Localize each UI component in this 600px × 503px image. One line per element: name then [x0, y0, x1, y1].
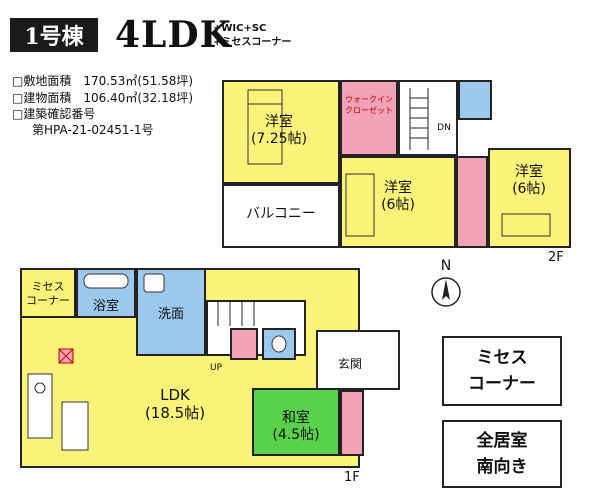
closet-1f-b: [340, 390, 364, 456]
floor-label-1f: 1F: [344, 470, 360, 485]
closet-1f-a: [230, 328, 258, 360]
japanese-room: [252, 388, 340, 456]
western-room-b: [340, 156, 456, 248]
layout-type: 4LDK: [115, 14, 232, 56]
confirmation-number: 第HPA-21-02451-1号: [32, 123, 154, 137]
bed-icon: [247, 89, 283, 165]
entrance-label: 玄関: [337, 357, 362, 371]
floor-area: □建物面積 106.40㎡(32.18坪): [12, 91, 194, 105]
layout-extra-mrs: +ミセスコーナー: [213, 37, 292, 48]
compass-icon: [431, 277, 461, 307]
western-room-a: [222, 80, 340, 184]
washroom-label: 洗面: [157, 307, 184, 322]
walk-in-closet: [340, 80, 398, 156]
japanese-room-label: 和室(4.5帖): [272, 410, 320, 443]
kitchen-counter-icon: [27, 373, 53, 439]
south-facing-callout: 全居室南向き: [442, 420, 562, 488]
bathroom-label: 浴室: [92, 299, 119, 314]
stair-lines-2f: [409, 88, 429, 150]
compass-north-label: N: [440, 258, 452, 274]
down-label: DN: [437, 123, 451, 133]
mrs-corner: [20, 268, 76, 318]
walk-in-closet-label: ウォークインクローゼット: [345, 95, 393, 115]
entrance: [316, 330, 400, 390]
site-area: □敷地面積 170.53㎡(51.58坪): [12, 74, 194, 88]
balcony-label: バルコニー: [246, 206, 316, 222]
stair-lines-1f: [217, 300, 255, 326]
layout-extra-wic: +WIC+SC: [213, 23, 267, 34]
closet-2f: [456, 156, 488, 248]
western-room-b-label: 洋室(6帖): [381, 180, 415, 213]
toilet-icon: [271, 335, 287, 353]
up-label: UP: [209, 363, 222, 373]
balcony: [222, 184, 340, 248]
bathtub-icon: [83, 273, 129, 289]
bed-icon-c: [501, 213, 551, 237]
mrs-corner-label: ミセスコーナー: [26, 280, 70, 307]
ldk-label: LDK(18.5帖): [144, 386, 206, 422]
toilet-2f: [458, 80, 492, 120]
floor-label-2f: 2F: [548, 250, 564, 265]
mrs-corner-callout: ミセスコーナー: [442, 336, 562, 406]
ventilation-icon: [58, 348, 74, 364]
building-badge: 1号棟: [10, 18, 98, 52]
desk-icon: [345, 173, 375, 237]
western-room-a-label: 洋室(7.25帖): [250, 114, 308, 147]
sink-icon: [143, 273, 165, 293]
western-room-c-label: 洋室(6帖): [512, 164, 546, 197]
dining-table-icon: [61, 401, 89, 451]
confirmation-label: □建築確認番号: [12, 107, 96, 121]
